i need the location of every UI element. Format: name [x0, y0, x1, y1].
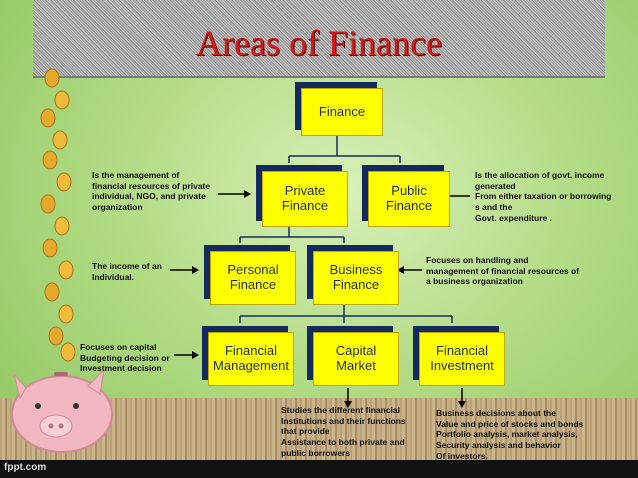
node-finance: Finance [301, 88, 383, 136]
note-line: Investment decision [80, 363, 162, 374]
note-line: Is the management of [92, 170, 180, 180]
note-financial-management: Focuses on capital Budgeting decision or… [80, 342, 180, 374]
node-finance-label: Finance [318, 103, 366, 119]
note-line: organization [92, 201, 143, 212]
brand-label: fppt.com [4, 462, 47, 473]
node-private-finance-line-1: Private [284, 183, 326, 199]
node-financial-investment-line-1: Financial [435, 343, 489, 359]
note-line: The income of an [92, 261, 162, 271]
note-line: public borrowers [281, 447, 350, 458]
node-public-finance-line-1: Public [391, 183, 427, 199]
piggy-bank-icon [11, 368, 113, 453]
note-line: that provide [281, 426, 330, 437]
note-capital-market: Studies the different financial Institut… [281, 405, 421, 458]
node-financial-management-line-1: Financial [224, 343, 277, 359]
note-line: Assistance to both private and [281, 436, 405, 447]
note-line: Business decisions about the [436, 408, 556, 418]
note-line: Of investors. [436, 450, 488, 461]
note-line: Institutions and their functions [281, 415, 406, 426]
node-business-finance: Business Finance [313, 251, 399, 305]
node-personal-finance-line-1: Personal [227, 262, 279, 278]
arrow-management [174, 351, 199, 359]
note-personal-finance: The income of an Individual. [92, 261, 172, 282]
node-public-finance: Public Finance [368, 171, 450, 227]
note-line: Studies the different financial [281, 405, 401, 415]
arrow-business [397, 266, 422, 274]
note-line: Individual. [92, 271, 135, 282]
arrow-investment [458, 388, 466, 408]
note-line: Govt. expenditure . [475, 212, 552, 223]
node-capital-market-line-2: Market [336, 358, 376, 373]
node-private-finance: Private Finance [262, 171, 348, 227]
note-line: Focuses on capital [80, 342, 157, 352]
note-line: Security analysis and behavior [436, 439, 561, 450]
connector-business [239, 305, 453, 323]
note-line: Value and price of stocks and bonds [436, 418, 584, 429]
note-line: generated [475, 180, 516, 191]
note-line: individual, NGO, and private [92, 191, 206, 202]
node-personal-finance: Personal Finance [210, 251, 296, 305]
note-line: Portfolio analysis, market analysis, [436, 429, 578, 440]
note-line: From either taxation or borrowing [475, 191, 612, 202]
note-line: management of financial resources of [426, 265, 580, 276]
node-capital-market-line-1: Capital [335, 343, 377, 359]
node-private-finance-line-2: Finance [281, 198, 329, 213]
arrow-personal [170, 266, 199, 274]
note-line: financial resources of private [92, 180, 211, 191]
node-business-finance-line-1: Business [329, 262, 383, 278]
node-financial-management-line-2: Management [213, 358, 289, 373]
title-banner: Areas of Finance [33, 0, 605, 78]
footer-bar [0, 460, 638, 478]
node-financial-management: Financial Management [208, 332, 294, 386]
note-line: Budgeting decision or [80, 352, 170, 363]
slide-title: Areas of Finance [196, 23, 442, 63]
note-private-finance: Is the management of financial resources… [92, 170, 222, 213]
node-financial-investment: Financial Investment [419, 332, 505, 386]
arrow-capital [344, 388, 352, 408]
coin-stream-icon [40, 68, 76, 362]
arrow-private [218, 190, 251, 198]
note-financial-investment: Business decisions about the Value and p… [436, 408, 606, 461]
note-line: a business organization [426, 276, 523, 287]
note-public-finance: Is the allocation of govt. income genera… [475, 170, 627, 223]
node-personal-finance-line-2: Finance [229, 277, 277, 292]
note-business-finance: Focuses on handling and management of fi… [426, 255, 598, 287]
node-business-finance-line-2: Finance [332, 277, 380, 292]
node-capital-market: Capital Market [313, 332, 399, 386]
note-line: Is the allocation of govt. income [475, 170, 605, 180]
note-line: Focuses on handling and [426, 255, 529, 265]
connector-private [239, 227, 345, 243]
note-line: s and the [475, 201, 513, 212]
connector-finance [288, 136, 401, 163]
node-public-finance-line-2: Finance [385, 198, 433, 213]
node-financial-investment-line-2: Investment [430, 358, 494, 373]
